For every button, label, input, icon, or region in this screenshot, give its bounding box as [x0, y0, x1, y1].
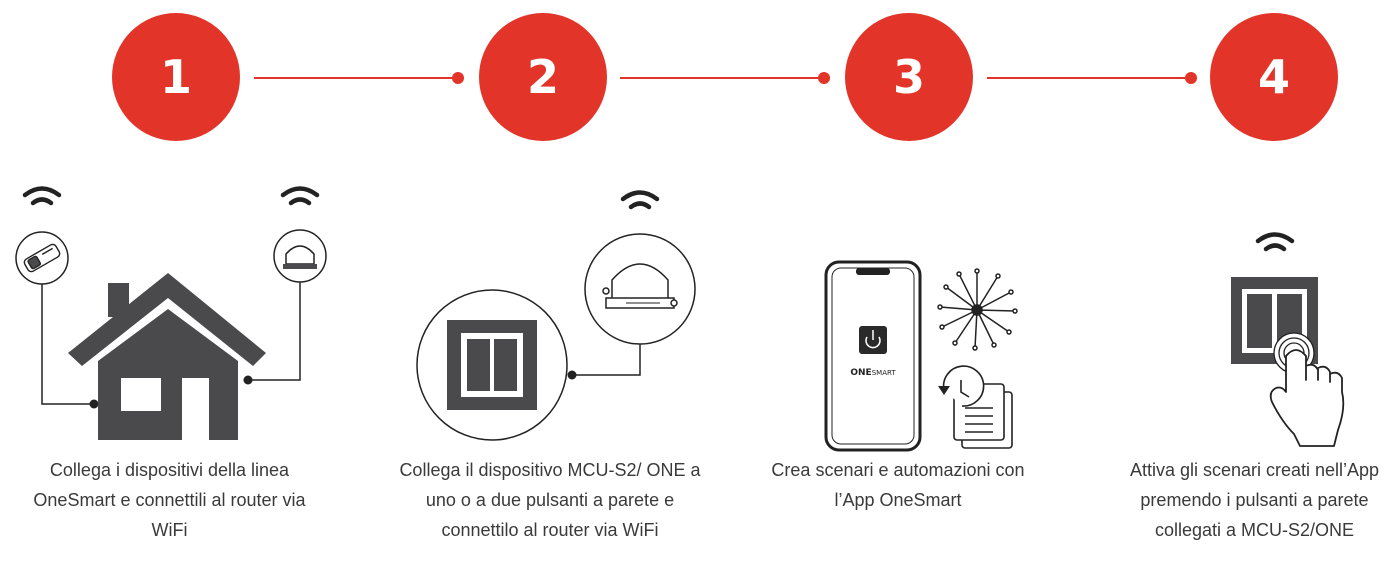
step-3-number: 3 [892, 50, 925, 104]
step-2-circle: 2 [479, 13, 607, 141]
relay-module-icon [584, 233, 696, 345]
step-3-circle: 3 [845, 13, 973, 141]
connector-2-3 [620, 72, 830, 84]
step-4-caption: Attiva gli scenari creati nell’App preme… [1129, 460, 1380, 540]
wall-switch-icon [416, 289, 568, 441]
step-4-circle: 4 [1210, 13, 1338, 141]
step-1-circle: 1 [112, 13, 240, 141]
app-logo-bold: ONE [850, 368, 871, 378]
house-icon [68, 273, 266, 440]
finger-press-icon [1269, 332, 1345, 447]
relay-module-icon [273, 229, 327, 283]
step-1-caption: Collega i dispositivi della linea OneSma… [33, 460, 306, 540]
step-3-caption: Crea scenari e automazioni con l’App One… [771, 460, 1025, 510]
smartphone-icon: ONESMART [824, 260, 922, 452]
smart-plug-icon [15, 231, 69, 285]
app-logo-light: SMART [872, 369, 897, 377]
wifi-icon [25, 189, 59, 204]
connector-3-4 [987, 72, 1197, 84]
svg-text:ONESMART: ONESMART [850, 368, 896, 378]
wifi-icon [283, 189, 317, 204]
connector-1-2 [254, 72, 464, 84]
network-burst-icon [937, 268, 1018, 351]
step-4-number: 4 [1257, 50, 1290, 104]
step-1-number: 1 [159, 50, 192, 104]
step-2-number: 2 [526, 50, 559, 104]
wifi-icon [623, 193, 657, 208]
wifi-icon [1258, 235, 1292, 250]
step-2-caption: Collega il dispositivo MCU-S2/ ONE a uno… [399, 460, 701, 540]
schedule-document-icon [938, 365, 1013, 449]
